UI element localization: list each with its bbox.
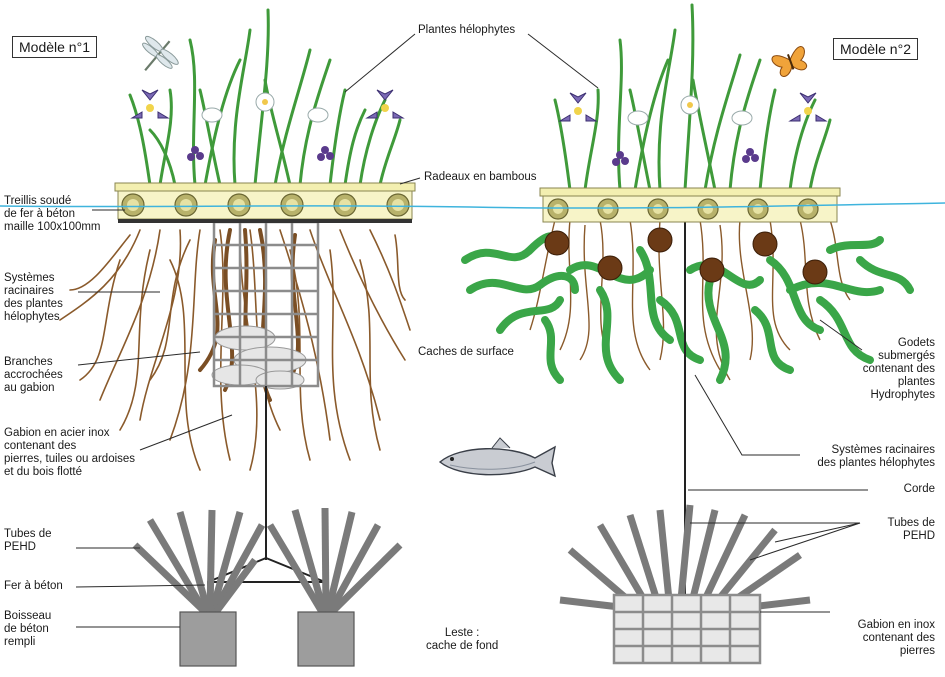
- iris-flower-icon: [365, 89, 405, 119]
- label-systemes-racinaires-1: Systèmes racinaires des plantes hélophyt…: [4, 272, 63, 323]
- hydrophyte-plants-model-2: [461, 232, 914, 384]
- fish-icon: [438, 437, 556, 478]
- label-systemes-racinaires-2: Systèmes racinaires des plantes hélophyt…: [817, 444, 935, 469]
- label-leste: Leste : cache de fond: [426, 627, 499, 652]
- label-treillis: Treillis soudé de fer à béton maille 100…: [4, 195, 101, 233]
- label-corde: Corde: [903, 483, 935, 495]
- iris-flower-icon: [788, 92, 828, 122]
- bamboo-raft-model-1: [114, 182, 416, 223]
- concrete-block-right: [297, 611, 355, 667]
- gabion-model-2: [612, 593, 762, 665]
- label-gabion-1: Gabion en acier inox contenant des pierr…: [4, 427, 136, 478]
- label-tubes-pehd-2: Tubes de PEHD: [887, 517, 935, 542]
- model-1-title: Modèle n°1: [12, 36, 97, 58]
- model-2-title: Modèle n°2: [833, 38, 918, 60]
- submerged-pots: [544, 227, 828, 285]
- iris-flower-icon: [558, 92, 598, 122]
- label-radeaux-bambous: Radeaux en bambous: [424, 171, 537, 183]
- label-branches: Branches accrochées au gabion: [4, 356, 63, 394]
- iris-flower-icon: [130, 89, 170, 119]
- butterfly-icon: [771, 46, 808, 77]
- helophyte-plants-model-2: [553, 3, 832, 192]
- water-surface-line: [0, 202, 945, 209]
- label-tubes-pehd-1: Tubes de PEHD: [4, 528, 52, 553]
- label-fer-beton: Fer à béton: [4, 580, 63, 592]
- label-caches-surface: Caches de surface: [418, 346, 514, 358]
- purple-cluster-icon: [612, 148, 759, 166]
- label-boisseau: Boisseau de béton rempli: [4, 610, 52, 648]
- pehd-tubes-model-1: [132, 507, 403, 615]
- dragonfly-icon: [142, 35, 179, 72]
- purple-cluster-icon: [187, 146, 334, 161]
- concrete-block-left: [179, 611, 237, 667]
- bamboo-raft-model-2: [539, 187, 841, 223]
- label-plantes-helophytes: Plantes hélophytes: [418, 24, 516, 36]
- label-gabion-2: Gabion en inox contenant des pierres: [857, 619, 935, 657]
- white-lily-icon: [627, 95, 753, 126]
- white-lily-icon: [201, 92, 329, 123]
- label-godets: Godets submergés contenant des plantes H…: [862, 337, 935, 401]
- leader-lines: [75, 33, 868, 628]
